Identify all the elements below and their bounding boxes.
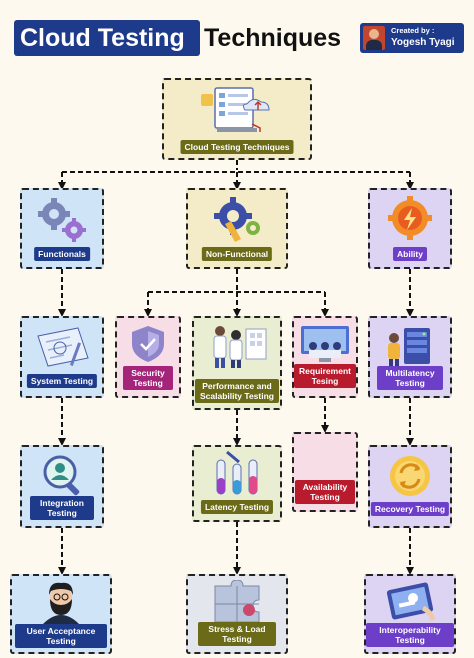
wrench-gear-icon (214, 197, 260, 242)
node-security-testing-label: Security Testing (123, 366, 173, 390)
node-requirement-testing: Requirement Tesing (292, 316, 358, 398)
node-availability-testing: Availability Testing (292, 432, 358, 512)
node-recovery-testing: Recovery Testing (368, 445, 452, 528)
node-root-label: Cloud Testing Techniques (180, 140, 294, 154)
node-interoperability-testing: Interoperability Testing (364, 574, 456, 654)
node-latency-testing-label: Latency Testing (200, 500, 274, 514)
node-multilatency-testing-label: Multilatency Testing (377, 366, 443, 390)
node-functionals: Functionals (20, 188, 104, 269)
blueprint-icon (37, 327, 89, 367)
puzzle-icon (214, 580, 260, 623)
node-ability: Ability (368, 188, 452, 269)
node-stress-load-testing: Stress & Load Testing (186, 574, 288, 654)
node-recovery-testing-label: Recovery Testing (370, 502, 450, 516)
node-availability-testing-label: Availability Testing (295, 480, 355, 504)
author-name: Yogesh Tyagi (391, 37, 455, 48)
node-system-testing: System Testing (20, 316, 104, 398)
bearded-user-icon (42, 582, 80, 625)
node-integration-testing: Integration Testing (20, 445, 104, 528)
node-stress-load-testing-label: Stress & Load Testing (198, 622, 276, 646)
scientists-icon (213, 326, 267, 368)
node-performance-testing: Performance and Scalability Testing (192, 316, 282, 410)
author-caption: Created by : (391, 26, 435, 35)
tablet-icon (386, 582, 436, 621)
node-security-testing: Security Testing (115, 316, 181, 398)
node-functionals-label: Functionals (34, 247, 90, 261)
node-non-functional-label: Non-Functional (201, 247, 273, 261)
title-rest: Techniques (204, 24, 342, 52)
gears-icon (38, 198, 86, 242)
node-root: Cloud Testing Techniques (162, 78, 312, 160)
node-interoperability-testing-label: Interoperability Testing (366, 623, 454, 647)
node-latency-testing: Latency Testing (192, 445, 282, 522)
laptop-checklist-icon (201, 87, 270, 132)
magnifier-person-icon (43, 455, 80, 496)
shield-icon (132, 326, 164, 362)
author-photo (363, 26, 385, 50)
node-user-acceptance-testing: User Acceptance Testing (10, 574, 112, 654)
node-ability-label: Ability (393, 247, 427, 261)
node-requirement-testing-label: Requirement Tesing (294, 364, 356, 388)
refresh-icon (390, 456, 430, 496)
node-non-functional: Non-Functional (186, 188, 288, 269)
node-integration-testing-label: Integration Testing (30, 496, 94, 520)
monitor-team-icon (301, 326, 349, 362)
test-tubes-icon (216, 450, 258, 495)
title-highlight: Cloud Testing (14, 20, 200, 56)
server-person-icon (388, 328, 430, 367)
node-user-acceptance-testing-label: User Acceptance Testing (15, 624, 107, 648)
author-badge: Created by : Yogesh Tyagi (360, 23, 464, 53)
node-performance-testing-label: Performance and Scalability Testing (195, 379, 279, 403)
node-system-testing-label: System Testing (26, 374, 98, 388)
lightning-gear-icon (388, 196, 432, 240)
node-multilatency-testing: Multilatency Testing (368, 316, 452, 398)
